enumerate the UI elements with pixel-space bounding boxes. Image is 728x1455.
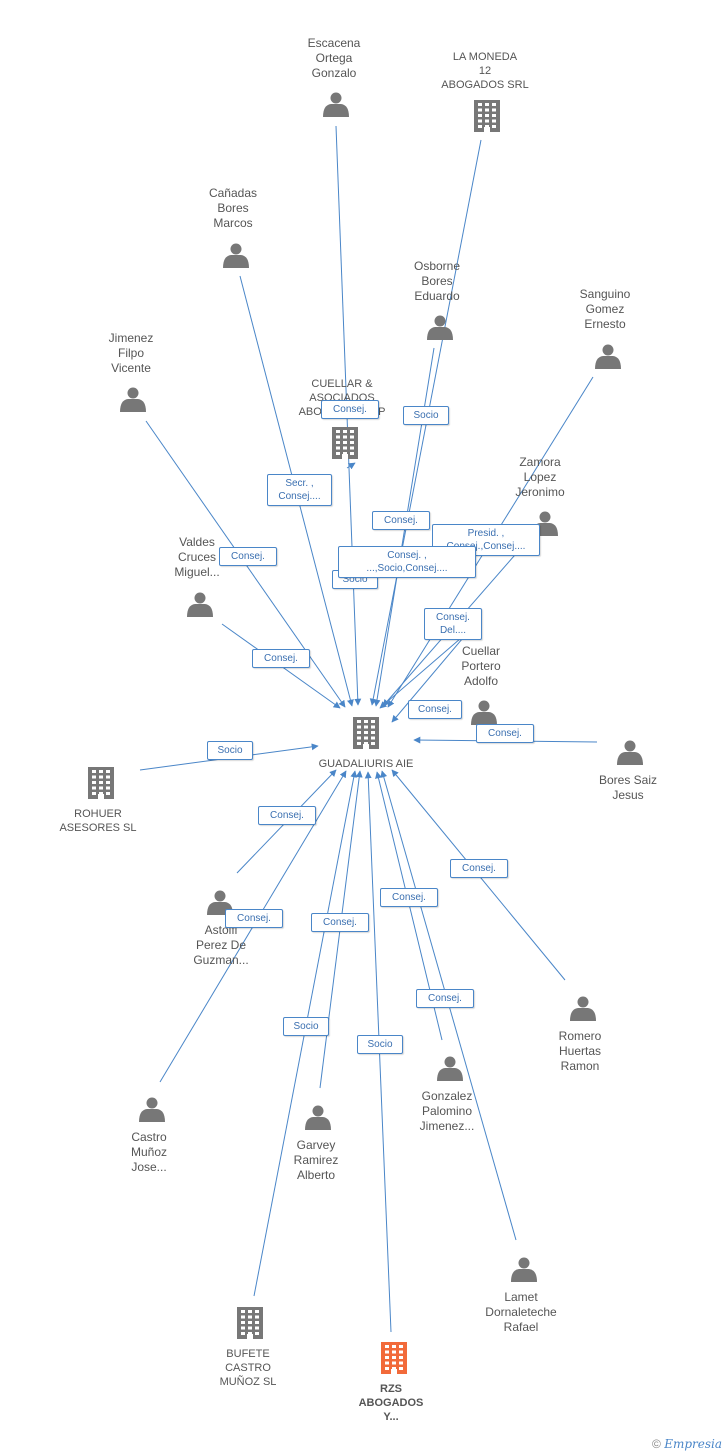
- person-icon[interactable]: [323, 92, 349, 118]
- edge-role-label[interactable]: Consej.: [252, 649, 310, 668]
- node-label[interactable]: Garvey Ramirez Alberto: [293, 1138, 339, 1182]
- person-icon[interactable]: [120, 387, 146, 413]
- edge-role-label[interactable]: Socio: [357, 1035, 403, 1054]
- person-icon[interactable]: [570, 996, 596, 1022]
- edge-role-label[interactable]: Consej.: [380, 888, 438, 907]
- building-icon[interactable]: [237, 1307, 263, 1339]
- node-label[interactable]: Jimenez Filpo Vicente: [108, 331, 154, 375]
- node-label[interactable]: Romero Huertas Ramon: [558, 1029, 602, 1073]
- edge-role-label[interactable]: Consej.: [416, 989, 474, 1008]
- empresia-logo[interactable]: Empresia: [664, 1437, 722, 1451]
- person-icon[interactable]: [305, 1105, 331, 1131]
- building-icon[interactable]: [381, 1342, 407, 1374]
- building-icon[interactable]: [474, 100, 500, 132]
- building-icon[interactable]: [88, 767, 114, 799]
- node-label[interactable]: Astolfi Perez De Guzman...: [193, 923, 249, 967]
- icons-layer: [88, 92, 643, 1374]
- node-label[interactable]: Bores Saiz Jesus: [598, 773, 658, 802]
- edge-role-label[interactable]: Consej.: [372, 511, 430, 530]
- node-label[interactable]: Castro Muñoz Jose...: [130, 1130, 168, 1174]
- building-icon[interactable]: [353, 717, 379, 749]
- node-label[interactable]: Zamora Lopez Jeronimo: [515, 455, 565, 499]
- person-icon[interactable]: [139, 1097, 165, 1123]
- person-icon[interactable]: [427, 315, 453, 341]
- edge-role-label[interactable]: Presid. , Consej.,Consej....: [432, 524, 540, 556]
- person-icon[interactable]: [437, 1056, 463, 1082]
- edge-role-label[interactable]: Consej.: [311, 913, 369, 932]
- edge-role-label[interactable]: Consej.: [225, 909, 283, 928]
- footer: © Empresia: [652, 1437, 722, 1451]
- edge-role-label[interactable]: Consej.: [258, 806, 316, 825]
- edge-role-label[interactable]: Consej.: [219, 547, 277, 566]
- node-label[interactable]: BUFETE CASTRO MUÑOZ SL: [219, 1348, 277, 1388]
- edge-role-label[interactable]: Consej. Del....: [424, 608, 482, 640]
- node-label[interactable]: ROHUER ASESORES SL: [59, 808, 137, 834]
- edge-role-label[interactable]: Secr. , Consej....: [267, 474, 332, 506]
- node-label[interactable]: Lamet Dornaleteche Rafael: [485, 1290, 557, 1334]
- edge-role-label[interactable]: Consej.: [408, 700, 462, 719]
- node-label[interactable]: LA MONEDA 12 ABOGADOS SRL: [441, 51, 529, 91]
- center-node-label[interactable]: GUADALIURIS AIE: [318, 758, 414, 770]
- edge-role-label[interactable]: Socio: [283, 1017, 329, 1036]
- node-label[interactable]: Sanguino Gomez Ernesto: [579, 287, 631, 331]
- person-icon[interactable]: [595, 344, 621, 370]
- node-label[interactable]: Gonzalez Palomino Jimenez...: [419, 1089, 475, 1133]
- edge-role-label[interactable]: Consej.: [476, 724, 534, 743]
- person-icon[interactable]: [223, 243, 249, 269]
- node-label[interactable]: Cañadas Bores Marcos: [208, 186, 258, 230]
- edge-line: [346, 462, 356, 470]
- building-icon[interactable]: [332, 427, 358, 459]
- edge-line: [379, 631, 469, 709]
- person-icon[interactable]: [511, 1257, 537, 1283]
- edge-role-label[interactable]: Consej. , ...,Socio,Consej....: [338, 546, 476, 578]
- node-label[interactable]: Osborne Bores Eduardo: [413, 259, 461, 303]
- edge-role-label[interactable]: Socio: [403, 406, 449, 425]
- edge-role-label[interactable]: Socio: [207, 741, 253, 760]
- person-icon[interactable]: [617, 740, 643, 766]
- edge-role-label[interactable]: Consej.: [321, 400, 379, 419]
- node-label[interactable]: Escacena Ortega Gonzalo: [307, 36, 361, 80]
- person-icon[interactable]: [187, 592, 213, 618]
- copyright-mark: ©: [652, 1437, 661, 1451]
- edge-role-label[interactable]: Consej.: [450, 859, 508, 878]
- node-label[interactable]: Cuellar Portero Adolfo: [461, 644, 501, 688]
- node-label[interactable]: RZS ABOGADOS Y...: [358, 1383, 424, 1423]
- node-label[interactable]: Valdes Cruces Miguel...: [174, 535, 220, 579]
- person-icon[interactable]: [471, 700, 497, 726]
- edge-line: [391, 631, 469, 723]
